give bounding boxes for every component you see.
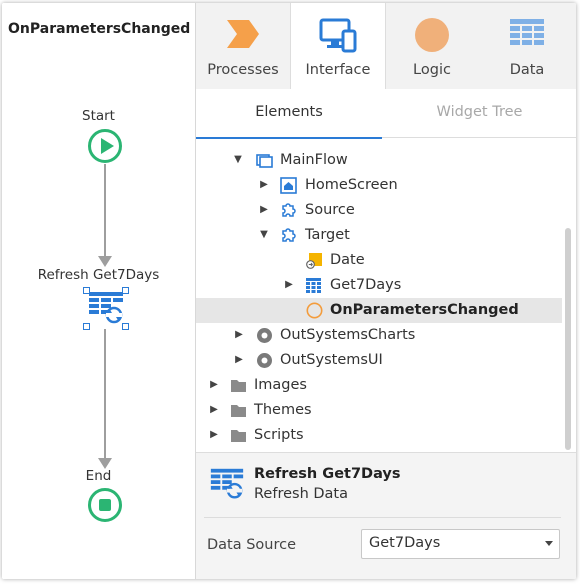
- tree-item-label: OnParametersChanged: [330, 302, 519, 318]
- properties-subtitle: Refresh Data: [254, 486, 348, 502]
- tree-item-scripts[interactable]: ▶ Scripts: [196, 423, 562, 448]
- tree-item-label: Source: [305, 202, 355, 218]
- home-screen-icon: [280, 177, 297, 194]
- right-panel: Processes Interface Logic: [195, 3, 576, 579]
- selection-handle[interactable]: [83, 287, 90, 294]
- caret-right-icon[interactable]: ▶: [235, 354, 243, 365]
- play-icon: [101, 138, 114, 154]
- selection-handle[interactable]: [122, 323, 129, 330]
- tree-item-label: Scripts: [254, 427, 304, 443]
- tab-label: Processes: [207, 62, 279, 78]
- tree-item-target[interactable]: ▼ Target: [196, 223, 562, 248]
- tab-interface[interactable]: Interface: [290, 3, 386, 90]
- connector-refresh-end[interactable]: [104, 329, 106, 459]
- refresh-data-icon: [210, 468, 244, 499]
- flow-canvas[interactable]: OnParametersChanged Start Refresh Get7Da…: [2, 3, 195, 579]
- tab-elements[interactable]: Elements: [196, 89, 382, 139]
- interface-icon: [319, 18, 357, 53]
- tree-item-source[interactable]: ▶ Source: [196, 198, 562, 223]
- tree-item-outsystemsui[interactable]: ▶ OutSystemsUI: [196, 348, 562, 373]
- tree-item-label: Target: [305, 227, 350, 243]
- tree-item-homescreen[interactable]: ▶ HomeScreen: [196, 173, 562, 198]
- caret-down-icon[interactable]: ▼: [260, 229, 268, 240]
- end-node[interactable]: [88, 488, 122, 522]
- caret-right-icon[interactable]: ▶: [285, 279, 293, 290]
- caret-down-icon[interactable]: ▼: [234, 154, 242, 165]
- tree-item-label: Themes: [254, 402, 312, 418]
- elements-tree: ▼ MainFlow ▶ HomeScreen ▶: [196, 143, 566, 451]
- flow-icon: [256, 154, 273, 168]
- connector-start-refresh[interactable]: [104, 164, 106, 256]
- arrow-down-icon: [98, 256, 112, 267]
- caret-right-icon[interactable]: ▶: [210, 404, 218, 415]
- main-tabs: Processes Interface Logic: [196, 3, 576, 90]
- aggregate-icon: [306, 278, 321, 293]
- refresh-node-label: Refresh Get7Days: [37, 267, 160, 283]
- flow-title: OnParametersChanged: [8, 21, 191, 37]
- end-label: End: [85, 468, 112, 484]
- tree-item-label: OutSystemsUI: [280, 352, 383, 368]
- caret-right-icon[interactable]: ▶: [210, 429, 218, 440]
- start-node[interactable]: [88, 129, 122, 163]
- folder-icon: [231, 430, 246, 442]
- selection-handle[interactable]: [122, 287, 129, 294]
- tree-item-label: Get7Days: [330, 277, 402, 293]
- sub-tabs: Elements Widget Tree: [196, 89, 576, 139]
- module-icon: [257, 328, 272, 343]
- tab-logic[interactable]: Logic: [385, 3, 479, 89]
- tree-item-label: Images: [254, 377, 307, 393]
- tree-item-outsystemscharts[interactable]: ▶ OutSystemsCharts: [196, 323, 562, 348]
- tree-item-mainflow[interactable]: ▼ MainFlow: [196, 148, 562, 173]
- tab-data[interactable]: Data: [480, 3, 574, 89]
- tab-label: Logic: [413, 62, 451, 78]
- caret-right-icon[interactable]: ▶: [260, 179, 268, 190]
- refresh-node[interactable]: [83, 287, 129, 330]
- stop-icon: [99, 499, 111, 511]
- tree-item-date[interactable]: Date: [196, 248, 562, 273]
- processes-icon: [227, 20, 259, 48]
- tree-item-label: MainFlow: [280, 152, 348, 168]
- tree-item-label: Date: [330, 252, 365, 268]
- tree-item-images[interactable]: ▶ Images: [196, 373, 562, 398]
- caret-right-icon[interactable]: ▶: [260, 204, 268, 215]
- data-source-select[interactable]: Get7Days: [361, 529, 560, 559]
- properties-panel: Refresh Get7Days Refresh Data Data Sourc…: [196, 452, 576, 579]
- tree-item-label: HomeScreen: [305, 177, 398, 193]
- tree-item-themes[interactable]: ▶ Themes: [196, 398, 562, 423]
- data-source-label: Data Source: [207, 537, 297, 553]
- logic-icon: [415, 18, 449, 52]
- block-icon: [282, 228, 296, 242]
- folder-icon: [231, 380, 246, 392]
- tab-widget-tree[interactable]: Widget Tree: [382, 89, 576, 138]
- tree-item-onparameterschanged[interactable]: OnParametersChanged: [196, 298, 562, 323]
- refresh-data-icon: [89, 292, 123, 324]
- window: OnParametersChanged Start Refresh Get7Da…: [2, 3, 576, 579]
- caret-right-icon[interactable]: ▶: [235, 329, 243, 340]
- arrow-down-icon: [98, 458, 112, 469]
- input-parameter-icon: [306, 253, 322, 269]
- module-icon: [257, 353, 272, 368]
- properties-title: Refresh Get7Days: [254, 466, 401, 482]
- tree-item-label: OutSystemsCharts: [280, 327, 416, 343]
- divider: [204, 517, 561, 518]
- tree-scrollbar[interactable]: [565, 228, 571, 450]
- selection-handle[interactable]: [83, 323, 90, 330]
- start-label: Start: [82, 108, 115, 124]
- dropdown-arrow-icon: [545, 541, 553, 546]
- block-icon: [282, 203, 296, 217]
- tab-processes[interactable]: Processes: [196, 3, 290, 89]
- tab-label: Interface: [305, 62, 371, 78]
- folder-icon: [231, 405, 246, 417]
- data-icon: [510, 19, 544, 45]
- caret-right-icon[interactable]: ▶: [210, 379, 218, 390]
- tab-label: Data: [509, 62, 545, 78]
- action-icon: [306, 302, 323, 319]
- data-source-value: Get7Days: [369, 535, 441, 551]
- tree-item-get7days[interactable]: ▶ Get7Days: [196, 273, 562, 298]
